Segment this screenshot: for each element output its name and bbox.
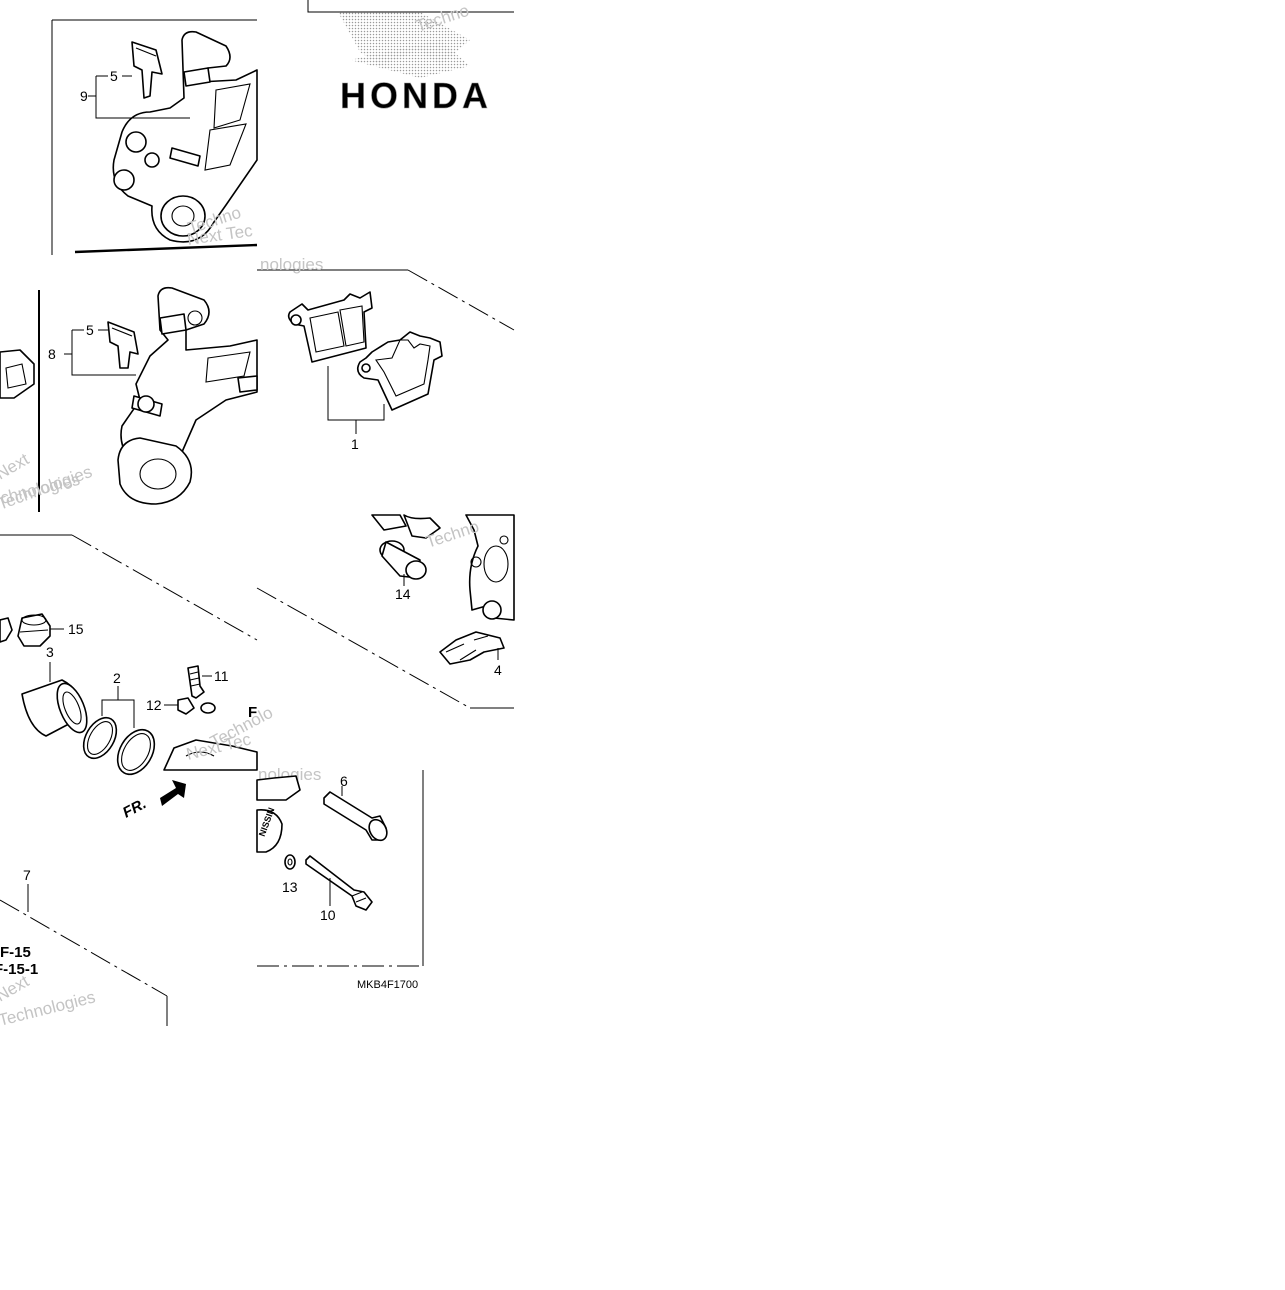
caliper-bracket-9 — [112, 30, 258, 243]
caliper-bracket-8 — [117, 286, 258, 505]
tile-caliper-seals: 15 3 2 11 12 — [0, 534, 276, 776]
view-marker: F — [248, 704, 257, 721]
callout-14: 14 — [395, 586, 411, 602]
tile-brake-pads: nologies 1 — [257, 255, 515, 452]
fragment-left — [0, 617, 13, 643]
pin-10: 10 — [305, 855, 373, 923]
callout-4: 4 — [494, 662, 502, 678]
callout-9: 9 — [80, 88, 88, 104]
front-direction-arrow: FR. — [120, 780, 186, 822]
callout-5-top: 5 — [110, 68, 118, 84]
ref-f-15: F-15 — [0, 944, 31, 961]
callout-13: 13 — [282, 879, 298, 895]
callout-5-mid: 5 — [86, 322, 94, 338]
callout-11: 11 — [214, 668, 229, 684]
honda-wordmark: HONDA — [340, 75, 492, 116]
washer-13: 13 — [282, 854, 298, 895]
ref-f-15-1: F-15-1 — [0, 961, 38, 978]
callout-2: 2 — [113, 670, 121, 686]
callout-3: 3 — [46, 644, 54, 660]
callout-8: 8 — [48, 346, 56, 362]
pin-14: 14 — [379, 540, 427, 602]
tile-bracket-9: 9 5 Techno Next Tec — [51, 19, 258, 255]
callout-15: 15 — [68, 621, 84, 637]
callout-1: 1 — [351, 436, 359, 452]
callout-6: 6 — [340, 773, 348, 789]
watermark: Next — [0, 449, 33, 483]
front-direction-label: FR. — [120, 795, 149, 821]
caliper-body-top-fragment — [371, 514, 515, 621]
tile-bracket-8: Next Technologies 8 5 chnologies — [0, 286, 258, 514]
tile-honda-logo: HONDA Techno — [307, 0, 514, 116]
tile-slide-pins: nologies NISSIN 6 13 10 MKB4F1700 — [256, 765, 424, 991]
brake-pad-rear — [356, 331, 443, 411]
side-part-fragment — [0, 349, 35, 399]
pin-boot-15: 15 — [17, 613, 84, 647]
callout-10: 10 — [320, 907, 336, 923]
bleeder-cap-12: 12 — [146, 697, 195, 715]
pad-spring-4: 4 — [439, 631, 505, 678]
brake-pad-front — [287, 291, 373, 363]
caliper-body-fragment-lower: NISSIN — [256, 775, 301, 853]
piston-seals-2: 2 — [82, 670, 156, 776]
watermark: nologies — [260, 255, 323, 274]
pad-spring-5-mid — [107, 321, 139, 369]
tile-pin-spring: 14 4 Techno — [256, 514, 515, 709]
caliper-body-fragment — [163, 702, 258, 771]
tile-seal-kit: FR. 7 F-15 F-15-1 Next Technologies — [0, 780, 186, 1030]
slide-pin-6: 6 — [323, 773, 388, 842]
diagram-code: MKB4F1700 — [357, 979, 418, 991]
pad-spring-5-top — [131, 41, 163, 99]
piston-3: 3 — [21, 644, 88, 737]
callout-12: 12 — [146, 697, 162, 713]
bleeder-screw-11: 11 — [187, 665, 229, 699]
callout-7: 7 — [23, 867, 31, 883]
